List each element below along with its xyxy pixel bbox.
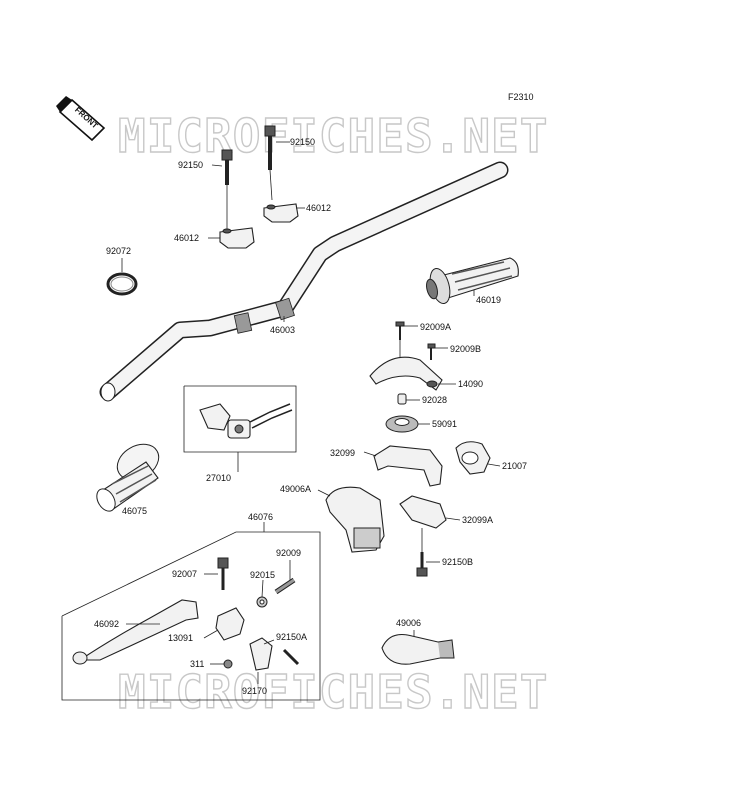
holder-13091 — [215, 607, 245, 641]
watermark-bottom: MICROFICHES.NET — [118, 665, 548, 719]
lever-46092 — [72, 599, 199, 665]
label-46019: 46019 — [476, 295, 501, 305]
bolt-92007 — [217, 557, 229, 590]
throttle-case-49006a — [325, 486, 385, 553]
holder-21007 — [455, 441, 491, 475]
leader-lines — [126, 141, 501, 684]
nut-92015 — [256, 596, 268, 608]
throttle-grip — [426, 257, 519, 305]
clamp-upper-right — [263, 203, 299, 223]
label-49006: 49006 — [396, 618, 421, 628]
label-13091: 13091 — [168, 633, 193, 643]
label-46076: 46076 — [248, 512, 273, 522]
figure-code: F2310 — [508, 92, 534, 102]
label-92072: 92072 — [106, 246, 131, 256]
label-92150-right: 92150 — [290, 137, 315, 147]
label-46003: 46003 — [270, 325, 295, 335]
label-14090: 14090 — [458, 379, 483, 389]
label-92015: 92015 — [250, 570, 275, 580]
handlebar — [99, 161, 509, 402]
label-49006a: 49006A — [280, 484, 311, 494]
watermark-top: MICROFICHES.NET — [118, 109, 548, 163]
clamp-bolt-left — [221, 149, 233, 230]
label-92009: 92009 — [276, 548, 301, 558]
label-46075: 46075 — [122, 506, 147, 516]
label-21007: 21007 — [502, 461, 527, 471]
nut-311 — [223, 659, 233, 669]
label-27010: 27010 — [206, 473, 231, 483]
collar-92028 — [397, 393, 407, 405]
label-46092: 46092 — [94, 619, 119, 629]
pulley-59091 — [385, 415, 419, 433]
label-311: 311 — [190, 659, 204, 669]
label-92150-left: 92150 — [178, 160, 203, 170]
clamp-upper-left — [219, 227, 255, 249]
label-92150b: 92150B — [442, 557, 473, 567]
label-59091: 59091 — [432, 419, 457, 429]
throttle-cover — [369, 356, 443, 391]
bolt-92150b — [416, 528, 428, 577]
label-92150a: 92150A — [276, 632, 307, 642]
label-92028: 92028 — [422, 395, 447, 405]
screw-92009b — [427, 343, 436, 360]
rubber-cover-49006 — [381, 633, 455, 665]
label-32099a: 32099A — [462, 515, 493, 525]
band-clip — [106, 258, 138, 296]
label-92007: 92007 — [172, 569, 197, 579]
housing-32099 — [373, 445, 443, 487]
adjuster-92009 — [274, 577, 296, 595]
label-92009a: 92009A — [420, 322, 451, 332]
label-32099: 32099 — [330, 448, 355, 458]
front-arrow-icon: FRONT — [56, 96, 106, 142]
left-grip — [96, 443, 160, 512]
switch-assembly-box — [183, 385, 297, 472]
screw-92009a — [395, 321, 405, 362]
lever-assembly-box — [61, 531, 321, 701]
label-46012-right: 46012 — [306, 203, 331, 213]
clamp-bolt-right — [264, 125, 276, 201]
label-46012-left: 46012 — [174, 233, 199, 243]
label-92170: 92170 — [242, 686, 267, 696]
bracket-92150a-clamp — [249, 637, 300, 671]
label-92009b: 92009B — [450, 344, 481, 354]
housing-32099a — [399, 495, 447, 529]
